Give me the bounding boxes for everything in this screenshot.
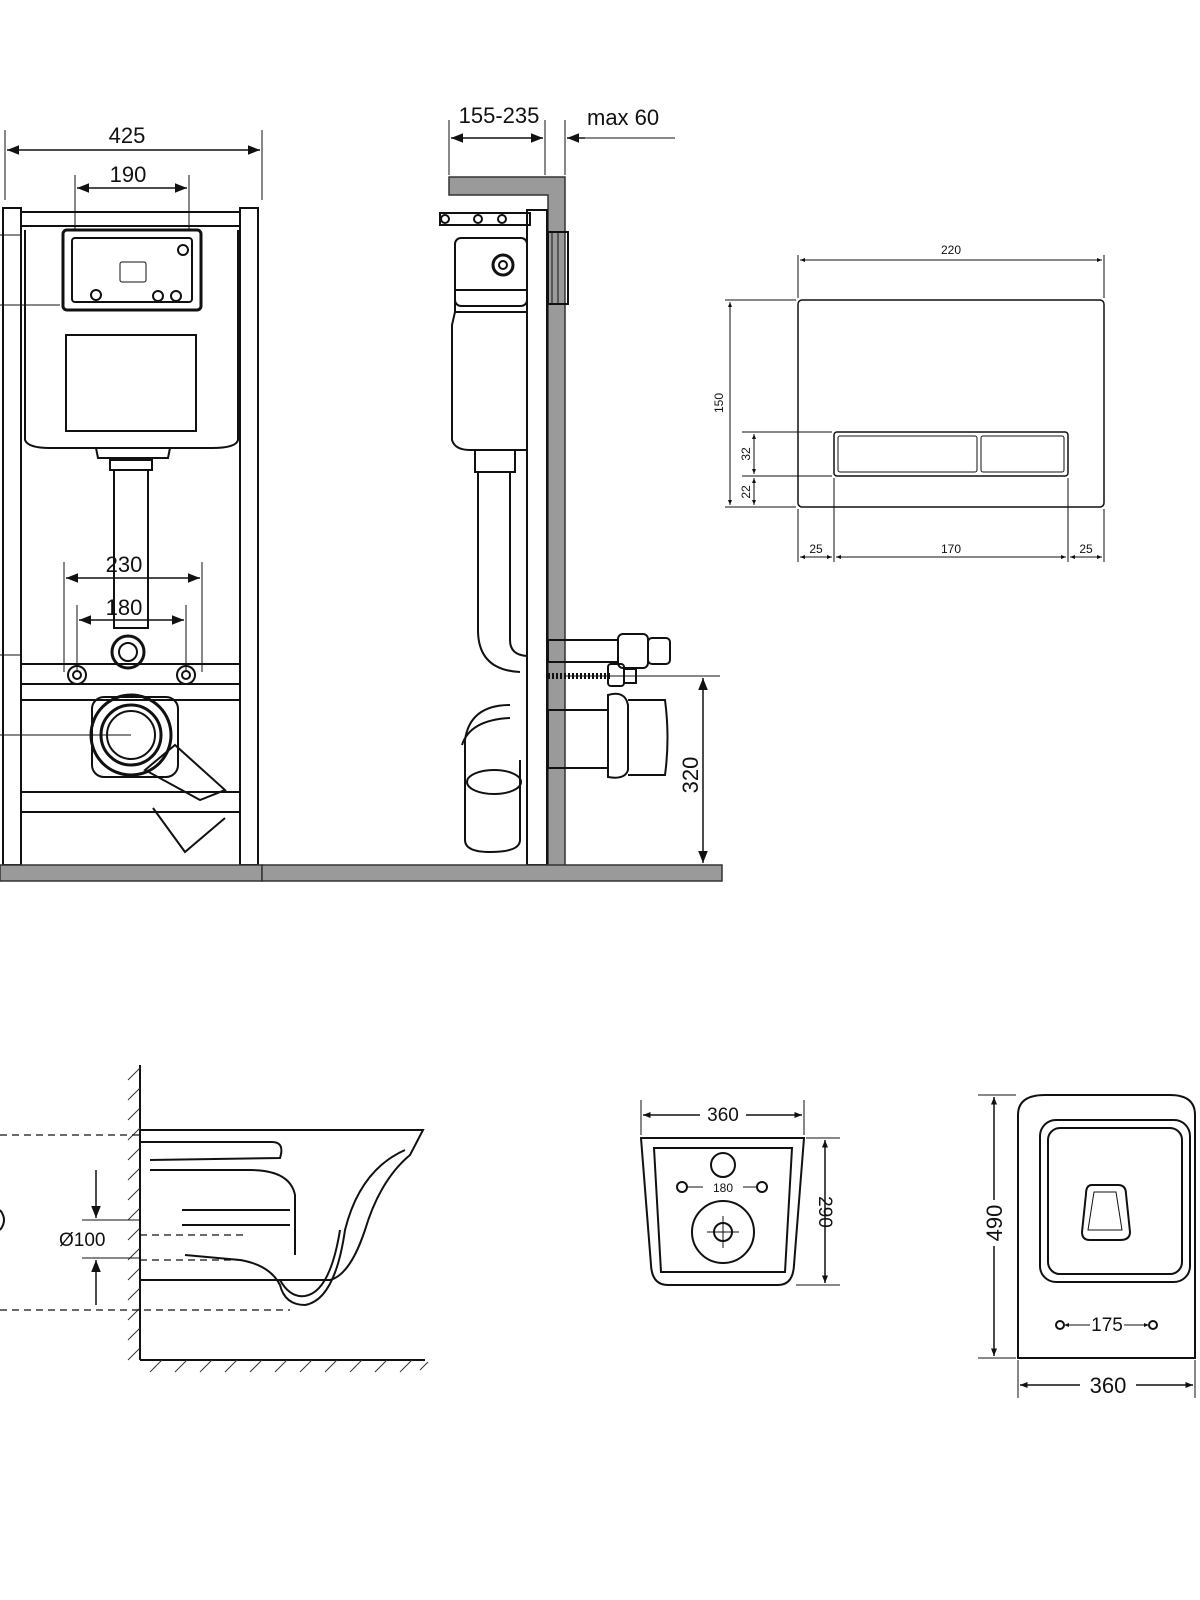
frame-front-view: 425 190 230 180 <box>0 123 263 866</box>
right-margin-label: 25 <box>1079 542 1093 556</box>
full-flush-button <box>837 435 978 473</box>
outlet-opening <box>1080 1184 1132 1241</box>
button-height-label: 32 <box>739 447 753 461</box>
rear-right-bolt-icon <box>756 1181 768 1193</box>
plate-width-label: 220 <box>941 243 961 257</box>
bowl-rear-view: 360 180 290 <box>639 1100 840 1286</box>
bolt-inner-label: 180 <box>106 595 143 620</box>
flush-button-frame <box>833 431 1069 477</box>
max-depth-label: max 60 <box>587 105 659 130</box>
outlet-height-label: 320 <box>678 757 703 794</box>
left-margin-label: 25 <box>809 542 823 556</box>
bowl-side-section: Ø100 <box>0 1065 429 1373</box>
left-bolt-icon <box>67 665 87 685</box>
flush-spacing-label: 190 <box>110 162 147 187</box>
frame-width-label: 425 <box>109 123 146 148</box>
rear-outlet-ring <box>691 1200 755 1264</box>
outlet-diameter-label: Ø100 <box>59 1230 105 1251</box>
seat-spacing-label: 175 <box>1091 1315 1123 1336</box>
right-frame-post <box>239 207 259 866</box>
side-frame-post <box>526 209 548 866</box>
rear-height-label: 290 <box>814 1196 835 1228</box>
flush-access-window <box>61 228 203 312</box>
rear-bolt-spacing-label: 180 <box>713 1181 733 1195</box>
seat-left-hole-icon <box>1055 1320 1065 1330</box>
bolt-outer-label: 230 <box>106 552 143 577</box>
water-inlet-ring <box>110 634 146 670</box>
seat-right-hole-icon <box>1148 1320 1158 1330</box>
plate-height-label: 150 <box>712 393 726 413</box>
wall-hatching <box>127 1067 429 1373</box>
rear-bowl-outline <box>639 1137 806 1286</box>
floor-front <box>0 864 263 882</box>
rear-width-label: 360 <box>707 1105 739 1126</box>
half-flush-button <box>980 435 1065 473</box>
flush-plate-drawing: 220 150 32 22 25 170 25 <box>712 243 1105 562</box>
bottom-offset-label: 22 <box>739 485 753 499</box>
top-length-label: 490 <box>982 1205 1007 1242</box>
bowl-outline <box>140 1129 425 1281</box>
right-bolt-icon <box>176 665 196 685</box>
top-bowl-outline <box>1017 1094 1196 1359</box>
flush-plate-outline <box>797 299 1105 508</box>
flush-valve-icon <box>491 253 515 277</box>
rear-left-bolt-icon <box>676 1181 688 1193</box>
depth-range-label: 155-235 <box>459 103 540 128</box>
button-width-label: 170 <box>941 542 961 556</box>
floor-side <box>261 864 723 882</box>
top-width-label: 360 <box>1090 1373 1127 1398</box>
frame-side-view: 155-235 max 60 <box>439 103 720 878</box>
bowl-top-view: 175 490 360 <box>978 1094 1196 1398</box>
left-frame-post <box>2 207 22 866</box>
